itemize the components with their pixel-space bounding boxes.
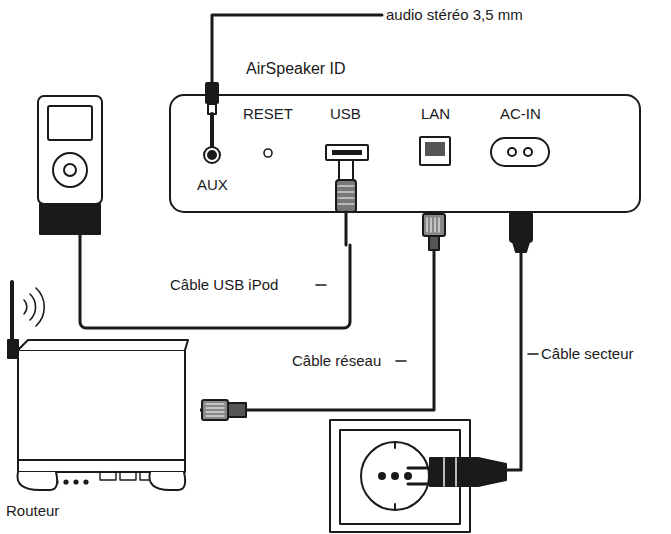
port-name: AC-IN [500, 105, 541, 123]
cable-name: Câble USB iPod [170, 276, 278, 294]
port-name: USB [330, 105, 361, 123]
cable-name: Câble secteur [541, 345, 634, 363]
router: Routeur [4, 276, 200, 526]
node-title: AirSpeaker ID [246, 60, 346, 78]
cable-name: Câble réseau [292, 352, 381, 370]
port-name: LAN [421, 105, 450, 123]
speaker-housing [170, 95, 640, 212]
cable-type: audio stéréo 3,5 mm [386, 6, 523, 24]
speaker-unit: AirSpeaker ID [170, 56, 640, 212]
port-name: AUX [197, 176, 228, 194]
node-title: Routeur [6, 502, 59, 520]
network-cable [200, 212, 434, 410]
port-name: RESET [243, 105, 293, 123]
